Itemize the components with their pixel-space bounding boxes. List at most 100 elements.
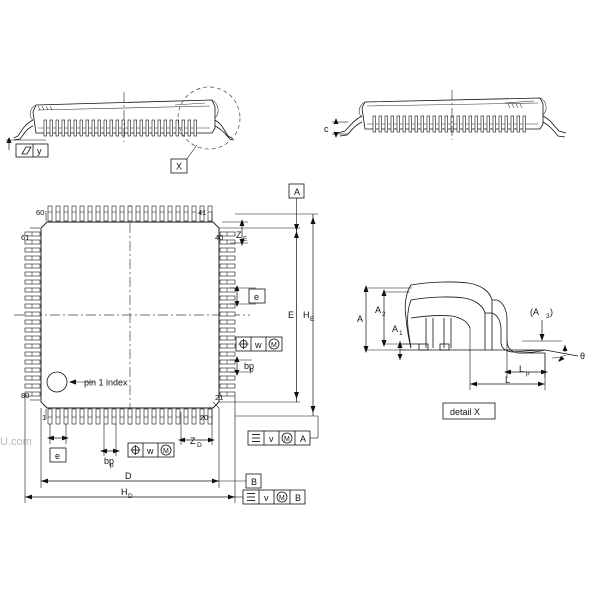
- datum-b-label: B: [251, 477, 257, 487]
- dimension-e-bottom-box: [49, 447, 67, 463]
- detail-dimension-theta: θ: [544, 345, 585, 362]
- detail-dimension-lp-label: L: [519, 364, 524, 374]
- fcf-right-tolerance: w: [254, 340, 262, 350]
- detail-dimension-a2-label: A: [375, 305, 381, 315]
- detail-x-callout: X: [170, 158, 188, 174]
- plan-leads-top: [47, 205, 213, 222]
- dimension-bp-right-sub: p: [250, 367, 254, 374]
- end-view-leads: [372, 115, 526, 133]
- watermark: U.com: [0, 436, 32, 448]
- fcf-right-modifier: M: [271, 342, 277, 349]
- dimension-he-label: H: [303, 310, 310, 320]
- dimension-bp-bottom-sub: p: [110, 462, 114, 469]
- dimension-e-right-label: e: [254, 292, 259, 302]
- dimension-he: H E: [235, 213, 318, 417]
- pin-label-40: 40: [215, 233, 223, 242]
- detail-x-caption-label: detail X: [450, 407, 480, 417]
- pin-label-41: 41: [198, 208, 206, 217]
- datum-b: B: [219, 473, 262, 489]
- fcf-profile-v-a: v M A: [247, 416, 319, 446]
- dimension-ze-label: Z: [236, 230, 242, 240]
- pin-label-61: 61: [21, 233, 29, 242]
- pin-label-80: 80: [21, 391, 29, 400]
- detail-dimension-a3-sub: 3: [546, 313, 550, 320]
- detail-dimension-a1: A 1: [392, 324, 419, 360]
- dimension-zd: Z D: [178, 412, 215, 449]
- flatness-tolerance-label: y: [37, 146, 42, 156]
- detail-dimension-a2-sub: 2: [382, 311, 386, 318]
- mmc-icon-right: M: [268, 338, 280, 350]
- fcf-bottom-modifier: M: [163, 448, 169, 455]
- dimension-ze: Z E: [222, 219, 248, 246]
- side-view-leads: [43, 119, 197, 137]
- dimension-hd-sub: D: [128, 493, 133, 500]
- side-view-top: y X: [6, 86, 241, 174]
- dimension-hd: H D: [24, 396, 236, 503]
- detail-x-caption: detail X: [442, 402, 496, 420]
- dimension-bp-bottom-label: bp: [104, 456, 114, 466]
- dimension-bp-right-label: bp: [244, 361, 254, 371]
- detail-dimension-a1-sub: 1: [399, 330, 403, 337]
- dimension-he-sub: E: [310, 316, 315, 323]
- dimension-bp-bottom: bp p: [100, 424, 120, 469]
- fcf-vb-modifier: M: [279, 495, 285, 502]
- position-icon: [238, 339, 249, 349]
- dimension-bp-right: bp p: [230, 356, 254, 376]
- fcf-vb-datum: B: [295, 493, 301, 503]
- pin-label-21: 21: [215, 393, 223, 402]
- fcf-va-datum: A: [300, 434, 306, 444]
- plan-view: pin 1 index 60 41 61 80 40 21 1 20: [14, 183, 319, 505]
- dimension-e-bottom-label: e: [55, 451, 60, 461]
- dimension-e-vertical: E: [219, 227, 300, 403]
- dimension-zd-sub: D: [197, 442, 202, 449]
- dimension-e-vertical-label: E: [288, 310, 294, 320]
- datum-a-top-label: A: [294, 187, 300, 197]
- fcf-position-w-bottom: w M: [127, 442, 175, 458]
- dimension-d-label: D: [125, 471, 132, 481]
- pin-number-labels: 60 41 61 80 40 21 1 20: [21, 208, 223, 422]
- fcf-va-tolerance: v: [269, 434, 274, 444]
- fcf-va-modifier: M: [284, 436, 290, 443]
- dimension-zd-label: Z: [190, 436, 196, 446]
- pin-label-20: 20: [200, 413, 208, 422]
- mmc-icon-va: M: [281, 432, 293, 444]
- plan-leads-left: [24, 231, 41, 397]
- detail-x-view: A A 2 A 1 (A 3 ): [357, 281, 585, 420]
- pin-label-1: 1: [42, 413, 46, 422]
- fcf-profile-v-b: v M B: [235, 489, 306, 505]
- detail-body-top: [410, 281, 493, 350]
- plan-leads-bottom: [47, 408, 213, 425]
- symmetry-icon-b: [247, 493, 255, 501]
- dimension-d: D: [40, 408, 220, 488]
- dimension-ze-sub: E: [243, 236, 248, 243]
- dimension-c: c: [324, 118, 348, 138]
- position-icon-bottom: [130, 445, 141, 455]
- datum-a-top: A: [288, 183, 305, 231]
- dimension-e-right-box: [248, 288, 266, 304]
- fcf-vb-tolerance: v: [264, 493, 269, 503]
- detail-dimension-l: L: [469, 328, 546, 390]
- fcf-bottom-tolerance: w: [146, 446, 154, 456]
- plan-leads-right: [219, 231, 236, 397]
- detail-dimension-a: A: [357, 285, 412, 353]
- pin-label-60: 60: [36, 208, 44, 217]
- flatness-feature-frame: y: [15, 143, 49, 158]
- fcf-position-w-right: w M: [235, 336, 283, 352]
- detail-x-callout-label: X: [176, 162, 182, 172]
- detail-dimension-lp-sub: p: [526, 370, 530, 377]
- detail-dimension-l-label: L: [505, 375, 510, 385]
- detail-dimension-a3: (A 3 ): [522, 307, 562, 342]
- dimension-hd-label: H: [121, 487, 128, 497]
- symmetry-icon-a: [252, 434, 260, 442]
- detail-dimension-a3-close: ): [550, 307, 553, 317]
- dimension-e-right: e: [230, 285, 266, 307]
- detail-dimension-a-label: A: [357, 314, 363, 324]
- detail-dimension-a1-label: A: [392, 324, 398, 334]
- detail-dimension-theta-label: θ: [580, 351, 585, 361]
- flatness-icon: [21, 146, 32, 155]
- end-view: c: [324, 90, 567, 140]
- dimension-c-label: c: [324, 124, 329, 134]
- pin-1-index-label: pin 1 index: [84, 378, 128, 388]
